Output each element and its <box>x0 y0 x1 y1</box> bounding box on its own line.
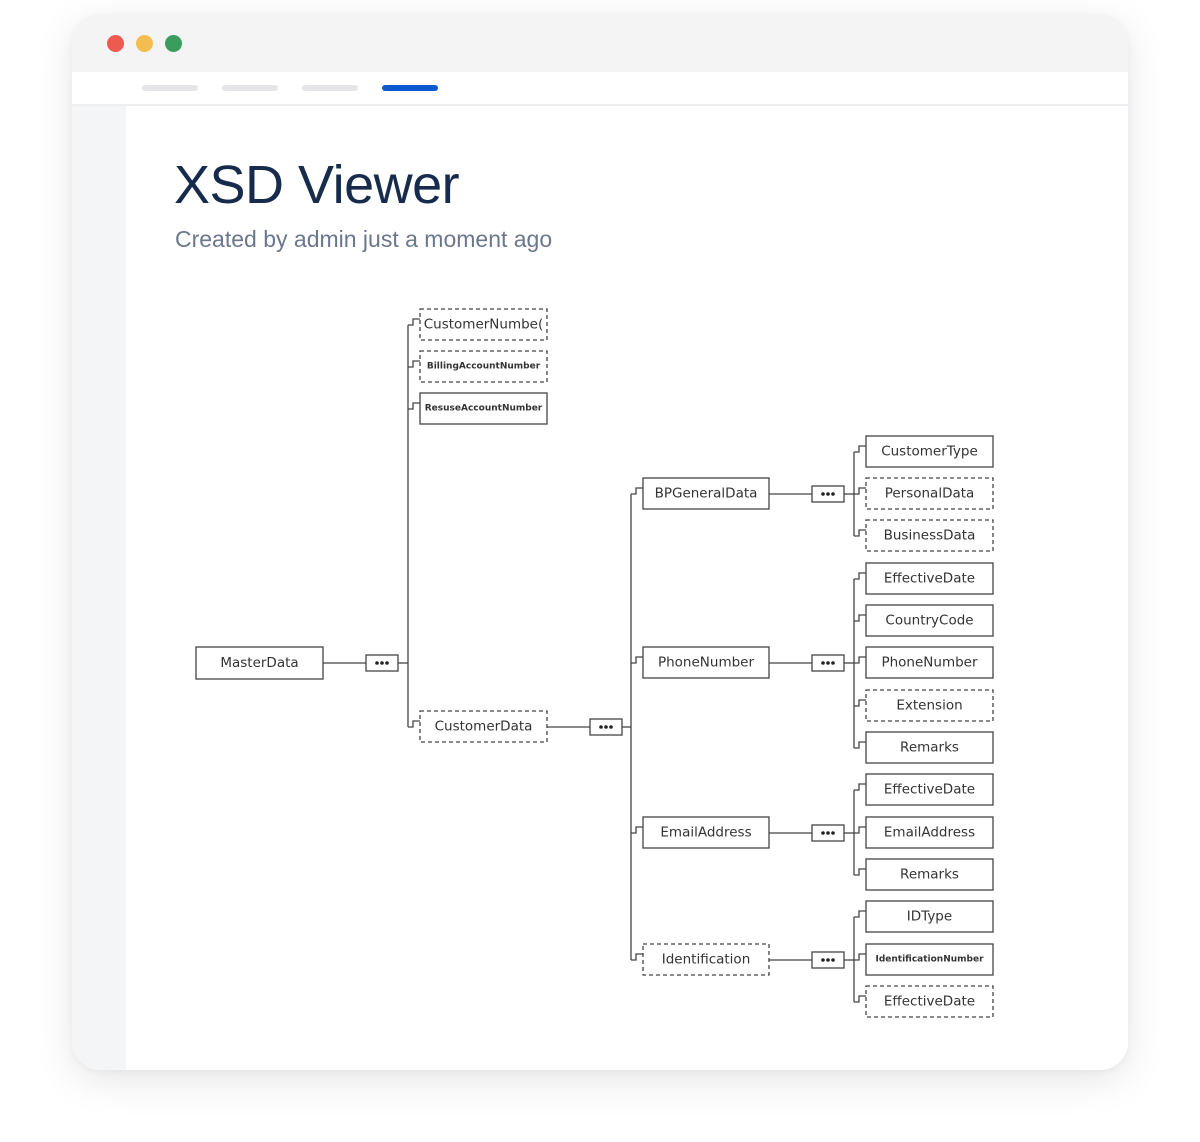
svg-text:CustomerType: CustomerType <box>881 444 978 460</box>
svg-text:EffectiveDate: EffectiveDate <box>884 994 975 1010</box>
svg-text:Identification: Identification <box>662 952 751 968</box>
svg-text:CountryCode: CountryCode <box>885 613 973 629</box>
node-email-emailaddress[interactable]: EmailAddress <box>865 816 994 849</box>
svg-text:CustomerData: CustomerData <box>435 719 533 735</box>
minimize-window-button[interactable] <box>136 35 153 52</box>
node-phone-phonenumber[interactable]: PhoneNumber <box>865 646 994 679</box>
node-masterdata[interactable]: MasterData <box>195 646 324 680</box>
node-identificationnumber[interactable]: IdentificationNumber <box>865 943 994 976</box>
node-billingaccountnumber[interactable]: BillingAccountNumber <box>419 350 548 383</box>
tab-1[interactable] <box>142 85 198 91</box>
svg-text:IdentificationNumber: IdentificationNumber <box>875 955 984 965</box>
diagram-connectors <box>323 318 866 1003</box>
svg-text:PhoneNumber: PhoneNumber <box>881 655 977 671</box>
node-extension[interactable]: Extension <box>865 689 994 722</box>
svg-text:EffectiveDate: EffectiveDate <box>884 571 975 587</box>
svg-text:EffectiveDate: EffectiveDate <box>884 782 975 798</box>
node-countrycode[interactable]: CountryCode <box>865 604 994 637</box>
svg-text:CustomerNumbe(: CustomerNumbe( <box>424 317 544 333</box>
sequence-icon-bpgeneraldata <box>811 485 845 503</box>
svg-text:EmailAddress: EmailAddress <box>660 825 751 841</box>
sequence-icon-phonenumber <box>811 654 845 672</box>
node-email-remarks[interactable]: Remarks <box>865 858 994 891</box>
node-bpgeneraldata[interactable]: BPGeneralData <box>642 477 770 510</box>
close-window-button[interactable] <box>107 35 124 52</box>
page-byline: Created by admin just a moment ago <box>175 226 553 252</box>
node-identification[interactable]: Identification <box>642 943 770 976</box>
node-customerdata[interactable]: CustomerData <box>419 710 548 743</box>
svg-text:IDType: IDType <box>907 909 952 925</box>
node-customernumber[interactable]: CustomerNumbe( <box>419 308 548 341</box>
svg-text:ResuseAccountNumber: ResuseAccountNumber <box>425 404 543 414</box>
sequence-icon-masterdata <box>365 654 399 672</box>
tab-3[interactable] <box>302 85 358 91</box>
svg-text:PhoneNumber: PhoneNumber <box>658 655 754 671</box>
svg-text:BusinessData: BusinessData <box>884 528 976 544</box>
svg-text:BPGeneralData: BPGeneralData <box>655 486 758 502</box>
node-customertype[interactable]: CustomerType <box>865 435 994 468</box>
browser-window: XSD Viewer Created by admin just a momen… <box>72 14 1128 1070</box>
svg-text:MasterData: MasterData <box>220 655 298 671</box>
svg-text:Remarks: Remarks <box>900 740 959 756</box>
sequence-icon-customerdata <box>589 718 623 736</box>
node-businessdata[interactable]: BusinessData <box>865 519 994 552</box>
sequence-icon-emailaddress <box>811 824 845 842</box>
node-phone-remarks[interactable]: Remarks <box>865 731 994 764</box>
tab-strip <box>72 72 1128 106</box>
page-title: XSD Viewer <box>174 155 460 215</box>
tab-4-active[interactable] <box>382 85 438 91</box>
node-email-effectivedate[interactable]: EffectiveDate <box>865 773 994 806</box>
sidebar <box>72 106 126 1070</box>
svg-text:Extension: Extension <box>896 698 962 714</box>
node-phonenumber[interactable]: PhoneNumber <box>642 646 770 679</box>
xsd-schema-diagram: MasterData CustomerNumbe( BillingAccount… <box>195 308 994 1018</box>
svg-text:BillingAccountNumber: BillingAccountNumber <box>427 362 541 372</box>
node-phone-effectivedate[interactable]: EffectiveDate <box>865 562 994 595</box>
svg-text:EmailAddress: EmailAddress <box>884 825 975 841</box>
node-personaldata[interactable]: PersonalData <box>865 477 994 510</box>
svg-text:Remarks: Remarks <box>900 867 959 883</box>
maximize-window-button[interactable] <box>165 35 182 52</box>
sequence-icon-identification <box>811 951 845 969</box>
title-bar <box>72 14 1128 72</box>
node-resuseaccountnumber[interactable]: ResuseAccountNumber <box>419 392 548 425</box>
node-identification-effectivedate[interactable]: EffectiveDate <box>865 985 994 1018</box>
node-idtype[interactable]: IDType <box>865 900 994 933</box>
tab-2[interactable] <box>222 85 278 91</box>
svg-text:PersonalData: PersonalData <box>885 486 975 502</box>
node-emailaddress[interactable]: EmailAddress <box>642 816 770 849</box>
